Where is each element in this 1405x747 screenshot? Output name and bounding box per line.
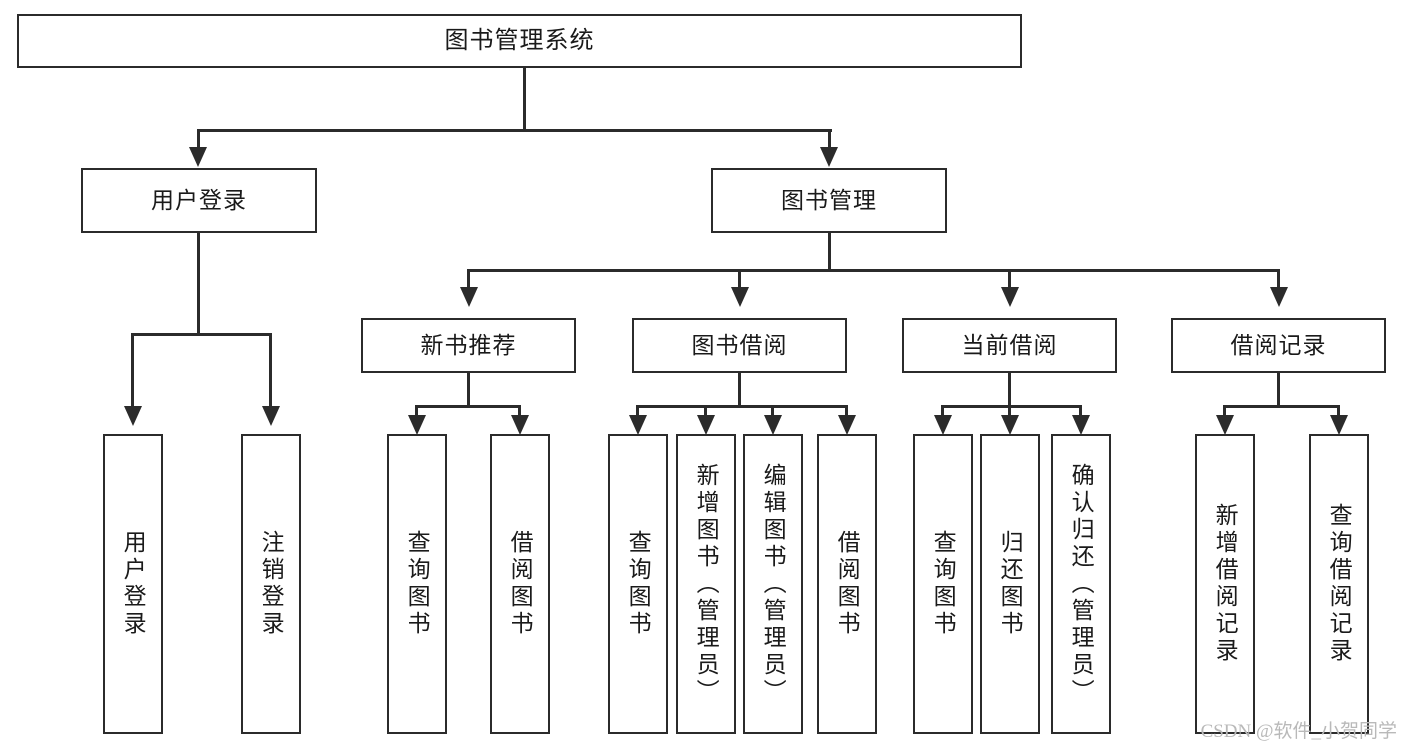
connector-user-login-stem (197, 233, 200, 335)
connector-root-to-book-manage (828, 129, 831, 150)
connector-current-borrow-to-leaf-3 (1079, 405, 1082, 419)
node-book-borrow[interactable]: 图书借阅 (632, 318, 847, 373)
connector-borrow-record-to-leaf-1 (1223, 405, 1226, 419)
arrow-borrow-record-to-leaf-2 (1330, 415, 1348, 435)
leaf-new-book-1[interactable]: 查询图书 (387, 434, 447, 734)
arrow-borrow-record-to-leaf-1 (1216, 415, 1234, 435)
connector-root-stem (523, 68, 526, 131)
arrow-user-login-to-leaf-2 (262, 406, 280, 426)
connector-book-manage-to-new-book (467, 269, 470, 289)
leaf-current-borrow-3[interactable]: 确认归还（管理员） (1051, 434, 1111, 734)
leaf-book-borrow-1[interactable]: 查询图书 (608, 434, 668, 734)
node-user-login[interactable]: 用户登录 (81, 168, 317, 233)
connector-book-manage-bus (467, 269, 1280, 272)
leaf-borrow-record-2[interactable]: 查询借阅记录 (1309, 434, 1369, 734)
leaf-current-borrow-2-label: 归还图书 (997, 530, 1024, 638)
node-book-borrow-label: 图书借阅 (691, 331, 788, 358)
connector-new-book-to-leaf-2 (518, 405, 521, 419)
connector-user-login-to-leaf-2 (269, 333, 272, 408)
connector-book-borrow-bus (636, 405, 848, 408)
leaf-user-login-1-label: 用户登录 (120, 530, 147, 638)
node-root-system[interactable]: 图书管理系统 (17, 14, 1022, 68)
node-borrow-record[interactable]: 借阅记录 (1171, 318, 1386, 373)
leaf-book-borrow-2[interactable]: 新增图书（管理员） (676, 434, 736, 734)
arrow-new-book-to-leaf-2 (511, 415, 529, 435)
node-current-borrow-label: 当前借阅 (961, 331, 1058, 358)
leaf-borrow-record-1[interactable]: 新增借阅记录 (1195, 434, 1255, 734)
arrow-current-borrow-to-leaf-2 (1001, 415, 1019, 435)
leaf-user-login-2-label: 注销登录 (258, 530, 285, 638)
arrow-book-manage-to-book-borrow (731, 287, 749, 307)
leaf-current-borrow-2[interactable]: 归还图书 (980, 434, 1040, 734)
connector-current-borrow-stem (1008, 373, 1011, 407)
leaf-book-borrow-1-label: 查询图书 (625, 530, 652, 638)
leaf-current-borrow-1-label: 查询图书 (930, 530, 957, 638)
node-book-manage-label: 图书管理 (781, 186, 877, 213)
arrow-new-book-to-leaf-1 (408, 415, 426, 435)
connector-new-book-to-leaf-1 (415, 405, 418, 419)
leaf-borrow-record-1-label: 新增借阅记录 (1212, 503, 1239, 665)
arrow-book-borrow-to-leaf-2 (697, 415, 715, 435)
leaf-new-book-2-label: 借阅图书 (507, 530, 534, 638)
arrow-book-manage-to-new-book (460, 287, 478, 307)
connector-book-borrow-to-leaf-1 (636, 405, 639, 419)
connector-current-borrow-to-leaf-1 (941, 405, 944, 419)
arrow-current-borrow-to-leaf-1 (934, 415, 952, 435)
connector-borrow-record-stem (1277, 373, 1280, 407)
node-book-manage[interactable]: 图书管理 (711, 168, 947, 233)
leaf-new-book-2[interactable]: 借阅图书 (490, 434, 550, 734)
leaf-book-borrow-4-label: 借阅图书 (834, 530, 861, 638)
connector-book-manage-to-current-borrow (1008, 269, 1011, 289)
arrow-book-manage-to-borrow-record (1270, 287, 1288, 307)
connector-new-book-bus (415, 405, 521, 408)
connector-borrow-record-bus (1223, 405, 1340, 408)
leaf-book-borrow-3-label: 编辑图书（管理员） (760, 462, 787, 706)
leaf-borrow-record-2-label: 查询借阅记录 (1326, 503, 1353, 665)
connector-root-bus (197, 129, 832, 132)
connector-book-borrow-to-leaf-4 (845, 405, 848, 419)
leaf-user-login-1[interactable]: 用户登录 (103, 434, 163, 734)
arrow-book-borrow-to-leaf-4 (838, 415, 856, 435)
leaf-current-borrow-3-label: 确认归还（管理员） (1068, 462, 1095, 706)
arrow-user-login-to-leaf-1 (124, 406, 142, 426)
leaf-user-login-2[interactable]: 注销登录 (241, 434, 301, 734)
connector-book-borrow-stem (738, 373, 741, 407)
leaf-book-borrow-3[interactable]: 编辑图书（管理员） (743, 434, 803, 734)
connector-borrow-record-to-leaf-2 (1337, 405, 1340, 419)
arrow-book-borrow-to-leaf-1 (629, 415, 647, 435)
connector-user-login-to-leaf-1 (131, 333, 134, 408)
connector-user-login-bus (131, 333, 272, 336)
node-user-login-label: 用户登录 (151, 186, 247, 213)
connector-current-borrow-to-leaf-2 (1008, 405, 1011, 419)
node-borrow-record-label: 借阅记录 (1230, 331, 1327, 358)
connector-current-borrow-bus (941, 405, 1082, 408)
watermark-text: CSDN @软件_小贺同学 (1200, 721, 1397, 742)
connector-book-borrow-to-leaf-2 (704, 405, 707, 419)
connector-book-manage-to-book-borrow (738, 269, 741, 289)
node-current-borrow[interactable]: 当前借阅 (902, 318, 1117, 373)
node-new-book-recommend[interactable]: 新书推荐 (361, 318, 576, 373)
arrow-book-borrow-to-leaf-3 (764, 415, 782, 435)
connector-new-book-stem (467, 373, 470, 407)
leaf-new-book-1-label: 查询图书 (404, 530, 431, 638)
node-new-book-recommend-label: 新书推荐 (420, 331, 517, 358)
arrow-root-to-user-login (189, 147, 207, 167)
connector-root-to-user-login (197, 129, 200, 150)
leaf-book-borrow-4[interactable]: 借阅图书 (817, 434, 877, 734)
arrow-current-borrow-to-leaf-3 (1072, 415, 1090, 435)
arrow-root-to-book-manage (820, 147, 838, 167)
connector-book-manage-to-borrow-record (1277, 269, 1280, 289)
connector-book-borrow-to-leaf-3 (771, 405, 774, 419)
node-root-system-label: 图书管理系统 (444, 26, 595, 54)
connector-book-manage-stem (828, 233, 831, 271)
leaf-book-borrow-2-label: 新增图书（管理员） (693, 462, 720, 706)
arrow-book-manage-to-current-borrow (1001, 287, 1019, 307)
leaf-current-borrow-1[interactable]: 查询图书 (913, 434, 973, 734)
